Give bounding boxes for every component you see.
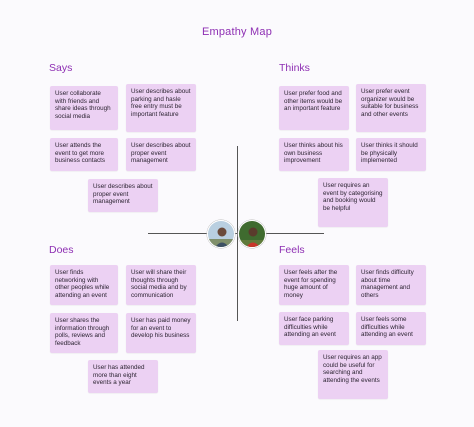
says-note: User describes about proper event manage… — [126, 138, 196, 171]
feels-note: User finds difficulty about time managem… — [356, 265, 426, 305]
does-note: User shares the information through poll… — [50, 313, 118, 353]
feels-note: User face parking difficulties while att… — [279, 312, 349, 345]
says-heading: Says — [49, 62, 73, 74]
thinks-note: User thinks about his own business impro… — [279, 138, 349, 171]
thinks-note: User requires an event by categorising a… — [318, 178, 388, 227]
does-note: User will share their thoughts through s… — [126, 265, 196, 305]
feels-heading: Feels — [279, 244, 305, 256]
says-note: User collaborate with friends and share … — [50, 86, 118, 130]
feels-note: User requires an app could be useful for… — [318, 350, 388, 399]
says-note: User describes about parking and hasle f… — [126, 84, 196, 132]
does-note: User has paid money for an event to deve… — [126, 313, 196, 353]
page-title: Empathy Map — [201, 26, 273, 38]
thinks-note: User prefer food and other items would b… — [279, 86, 349, 130]
does-heading: Does — [49, 244, 74, 256]
persona-avatar-1 — [207, 220, 235, 248]
persona-avatar-2 — [238, 220, 266, 248]
thinks-note: User thinks it should be physically impl… — [356, 138, 426, 171]
person-photo-icon — [208, 221, 234, 247]
horizontal-axis — [148, 233, 324, 234]
thinks-heading: Thinks — [279, 62, 310, 74]
feels-note: User feels some difficulties while atten… — [356, 312, 426, 345]
does-note: User has attended more than eight events… — [88, 360, 158, 393]
says-note: User attends the event to get more busin… — [50, 138, 118, 171]
person-photo-icon — [239, 221, 265, 247]
thinks-note: User prefer event organizer would be sui… — [356, 84, 426, 132]
says-note: User describes about proper event manage… — [88, 179, 158, 212]
does-note: User finds networking with other peoples… — [50, 265, 118, 305]
feels-note: User feels after the event for spending … — [279, 265, 349, 305]
